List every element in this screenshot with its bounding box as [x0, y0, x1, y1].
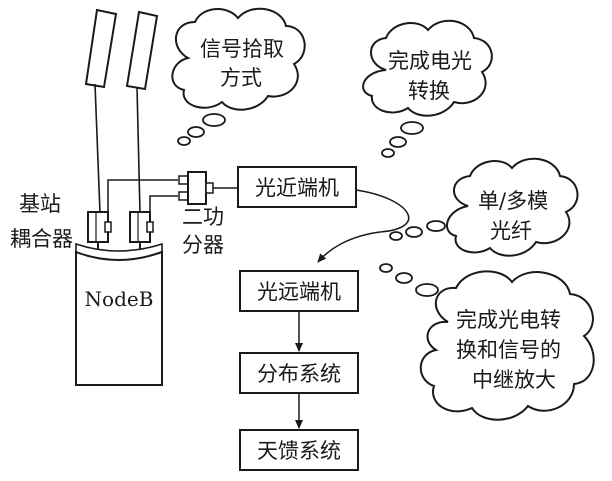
cloud-oe-relay-tail — [379, 263, 439, 297]
distribution-system-label: 分布系统 — [257, 362, 341, 386]
cloud-signal-pickup-tail — [177, 113, 226, 146]
svg-text:完成电光 转换: 完成电光 转换 — [388, 49, 479, 103]
coupler-cables — [107, 179, 178, 217]
cloud-eo-conversion-line1: 完成电光 — [388, 49, 472, 73]
cloud-signal-pickup-line1: 信号拾取 — [200, 37, 284, 61]
cloud-fiber-line1: 单/多模 — [478, 189, 548, 213]
cloud-oe-relay: 完成光电转 换和信号的 中继放大 — [419, 270, 595, 421]
cloud-signal-pickup: 信号拾取 方式 — [171, 7, 306, 111]
splitter-label: 二功 分器 — [182, 205, 231, 257]
nodeb-label: NodeB — [85, 287, 154, 311]
fiber-link-arrow — [317, 189, 410, 263]
cloud-fiber-tail — [389, 220, 446, 241]
cloud-eo-conversion-line2: 转换 — [408, 79, 450, 103]
antenna-left — [84, 8, 118, 214]
distribution-system-box: 分布系统 — [239, 352, 359, 394]
optical-far-end-label: 光远端机 — [257, 280, 341, 304]
cloud-oe-relay-line2: 换和信号的 — [456, 338, 561, 362]
optical-near-end-label: 光近端机 — [255, 176, 339, 200]
coupler-label: 基站 耦合器 — [10, 192, 73, 251]
cloud-eo-conversion: 完成电光 转换 — [362, 19, 493, 117]
cloud-signal-pickup-line2: 方式 — [220, 66, 262, 90]
coupler-left — [87, 211, 112, 250]
splitter-label-line2: 分器 — [182, 233, 224, 257]
cloud-oe-relay-line3: 中继放大 — [472, 368, 556, 392]
antenna-feeder-system-box: 天馈系统 — [239, 429, 359, 471]
coupler-label-line1: 基站 — [19, 192, 61, 216]
antenna-right — [125, 10, 159, 214]
optical-near-end-box: 光近端机 — [237, 166, 357, 208]
splitter-label-line1: 二功 — [182, 205, 224, 229]
coupler-right — [129, 211, 154, 250]
two-way-splitter — [178, 171, 238, 205]
cloud-fiber: 单/多模 光纤 — [445, 157, 579, 257]
cloud-eo-conversion-tail — [381, 121, 424, 158]
nodeb-cabinet: NodeB — [75, 242, 163, 386]
antenna-feeder-system-label: 天馈系统 — [257, 439, 341, 463]
cloud-oe-relay-line1: 完成光电转 — [456, 308, 561, 332]
svg-text:单/多模 光纤: 单/多模 光纤 — [478, 189, 555, 243]
cloud-fiber-line2: 光纤 — [490, 219, 532, 243]
svg-text:信号拾取 方式: 信号拾取 方式 — [200, 37, 291, 90]
coupler-label-line2: 耦合器 — [10, 227, 73, 251]
svg-text:完成光电转 换和信号的 中继放大: 完成光电转 换和信号的 中继放大 — [456, 308, 568, 392]
optical-far-end-box: 光远端机 — [239, 270, 359, 312]
